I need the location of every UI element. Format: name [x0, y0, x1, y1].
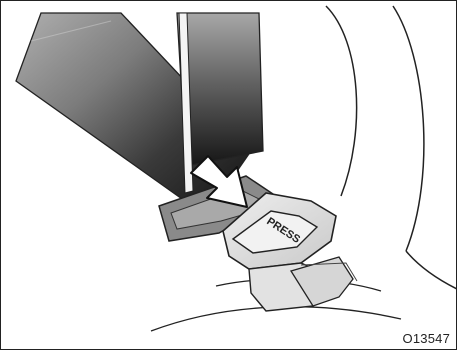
seat-back-outline — [326, 6, 357, 196]
seat-edge-outline — [393, 6, 424, 251]
seat-cushion-outline — [406, 251, 457, 289]
figure-code: O13547 — [403, 331, 450, 346]
